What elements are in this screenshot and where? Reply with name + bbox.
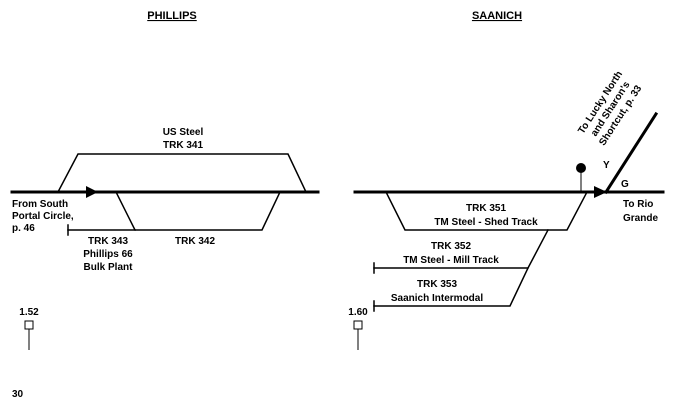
to-rio-label-1: To Rio (623, 199, 653, 210)
saanich-header: SAANICH (472, 10, 522, 22)
signal-head (576, 163, 586, 173)
milepost-box-phillips (24, 320, 34, 330)
from-south-label-1: From South (12, 199, 68, 210)
trk-353 (373, 267, 529, 307)
saanich-direction-arrow (594, 186, 607, 198)
saanich-tracks (353, 111, 665, 312)
milepost-label-saanich: 1.60 (348, 307, 368, 318)
trk-353-desc: Saanich Intermodal (391, 293, 483, 304)
milepost-label-phillips: 1.52 (19, 307, 39, 318)
trk-343-facility: Bulk Plant (84, 262, 134, 273)
to-lucky-north-label: To Lucky North and Sharon's Shortcut, p.… (576, 69, 644, 148)
milepost-box-saanich (353, 320, 363, 330)
from-south-label-3: p. 46 (12, 223, 35, 234)
trk-351-label: TRK 351 (466, 203, 506, 214)
trk-342 (114, 190, 281, 231)
phillips-header: PHILLIPS (147, 10, 197, 22)
trk-343-owner: Phillips 66 (83, 249, 133, 260)
trk-341 (56, 153, 307, 194)
phillips-direction-arrow (86, 186, 98, 198)
trk-351-desc: TM Steel - Shed Track (434, 217, 538, 228)
trk-343-label: TRK 343 (88, 236, 128, 247)
milepost-marker-saanich: 1.60 (348, 307, 368, 350)
trk-352-label: TRK 352 (431, 241, 471, 252)
trk-341-label: TRK 341 (163, 140, 203, 151)
phillips-tracks (10, 153, 320, 236)
trk-351 (384, 190, 589, 231)
trk-352-desc: TM Steel - Mill Track (403, 255, 499, 266)
page-number: 30 (12, 389, 24, 400)
trk-353-label: TRK 353 (417, 279, 457, 290)
signal-y-label: Y (603, 160, 610, 171)
milepost-marker-phillips: 1.52 (19, 307, 39, 350)
trk-342-label: TRK 342 (175, 236, 215, 247)
from-south-label-2: Portal Circle, (12, 211, 74, 222)
signal (576, 163, 586, 192)
to-rio-label-2: Grande (623, 213, 658, 224)
signal-g-label: G (621, 179, 629, 190)
wye-branch (603, 111, 659, 195)
us-steel-label: US Steel (163, 127, 204, 138)
